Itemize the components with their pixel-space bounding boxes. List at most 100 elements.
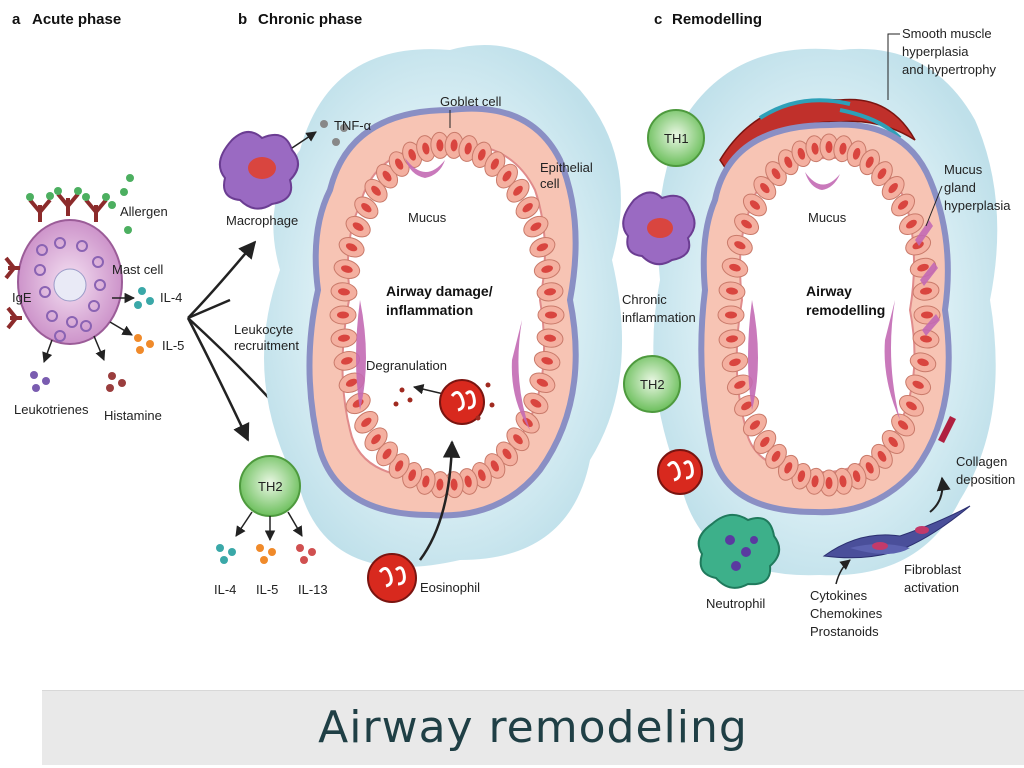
cell-nucleus xyxy=(797,147,806,160)
cell-nucleus xyxy=(338,334,350,342)
epithelial-cell-label-2: cell xyxy=(540,176,560,191)
leukocyte-recruitment-label-2: recruitment xyxy=(234,338,299,353)
epithelial-cells-chronic xyxy=(329,131,565,499)
cell-nucleus xyxy=(852,470,861,483)
mucus-gland-label-2: gland xyxy=(944,180,976,195)
cell-nucleus xyxy=(726,335,738,343)
macrophage-icon xyxy=(218,131,299,210)
cell-nucleus xyxy=(917,263,929,272)
il5-label-b: IL-5 xyxy=(256,582,278,597)
mucus-label-c: Mucus xyxy=(808,210,847,225)
cell-nucleus xyxy=(408,149,417,161)
cell-nucleus xyxy=(734,380,746,389)
epithelial-cells-remodelled xyxy=(717,133,941,497)
panel-b-title: Chronic phase xyxy=(258,11,362,28)
smooth-muscle-label-1: Smooth muscle xyxy=(902,26,992,41)
cell-nucleus xyxy=(852,147,861,160)
panel-b-letter: b xyxy=(238,11,247,28)
cell-nucleus xyxy=(477,149,486,161)
cell-nucleus xyxy=(536,243,549,252)
panel-b: b Chronic phase Goblet cell Epithelial c… xyxy=(214,11,623,603)
il4-molecule-icon xyxy=(134,287,154,309)
cell-nucleus xyxy=(912,380,924,389)
cell-nucleus xyxy=(888,436,898,448)
mucus-gland-label-3: hyperplasia xyxy=(944,198,1011,213)
histamine-label: Histamine xyxy=(104,408,162,423)
cell-nucleus xyxy=(726,287,738,295)
macrophage-icon-c xyxy=(622,191,696,266)
airway-damage-label-2: inflammation xyxy=(386,302,473,318)
cell-nucleus xyxy=(797,470,806,483)
tnf-molecule-icon xyxy=(320,120,348,146)
cell-nucleus xyxy=(371,434,381,445)
eosinophil-label: Eosinophil xyxy=(420,580,480,595)
cell-nucleus xyxy=(865,156,874,168)
goblet-cell-label: Goblet cell xyxy=(440,94,502,109)
cell-nucleus xyxy=(436,139,444,152)
th2-cell-icon-c xyxy=(623,355,681,413)
cell-nucleus xyxy=(490,158,500,170)
cell-nucleus xyxy=(502,448,512,460)
footer-banner: Airway remodeling xyxy=(42,690,1024,765)
airway-remodelling-label-2: remodelling xyxy=(806,302,885,318)
mucus-label-b: Mucus xyxy=(408,210,447,225)
eosinophil-icon-bottom xyxy=(367,553,417,603)
cell-nucleus xyxy=(784,462,793,474)
cell-nucleus xyxy=(865,462,874,474)
cell-nucleus xyxy=(544,334,556,342)
cell-nucleus xyxy=(741,219,752,229)
panel-c: c Remodelling Mucus Airway remodelling S… xyxy=(622,11,1015,639)
cell-nucleus xyxy=(877,450,887,462)
il13-molecule-icon xyxy=(296,544,316,564)
cell-nucleus xyxy=(825,141,833,153)
mucus-patch-c xyxy=(748,172,940,420)
cell-nucleus xyxy=(361,203,372,213)
cell-nucleus xyxy=(741,401,752,411)
neutrophil-icon xyxy=(697,513,781,589)
eosinophil-icon xyxy=(439,379,485,425)
cell-nucleus xyxy=(771,450,781,462)
epithelial-cell-label-1: Epithelial xyxy=(540,160,593,175)
cell-nucleus xyxy=(394,158,404,170)
cell-nucleus xyxy=(422,475,430,488)
cytokines-label-3: Prostanoids xyxy=(810,624,879,639)
collagen-label-1: Collagen xyxy=(956,454,1007,469)
cell-nucleus xyxy=(760,436,770,448)
cell-nucleus xyxy=(341,265,353,273)
cell-nucleus xyxy=(345,243,358,252)
cell-nucleus xyxy=(522,203,533,213)
cell-nucleus xyxy=(760,182,770,194)
cell-nucleus xyxy=(729,358,741,367)
degranulation-label: Degranulation xyxy=(366,358,447,373)
airway-damage-label-1: Airway damage/ xyxy=(386,283,493,299)
cell-nucleus xyxy=(877,168,887,180)
cell-nucleus xyxy=(513,434,523,445)
cell-nucleus xyxy=(536,378,549,387)
mucus-patch xyxy=(356,158,530,430)
cell-nucleus xyxy=(530,399,542,408)
cell-nucleus xyxy=(450,478,458,491)
cell-nucleus xyxy=(371,185,381,196)
cell-nucleus xyxy=(502,170,512,182)
smooth-muscle-label-2: hyperplasia xyxy=(902,44,969,59)
th2-label-c: TH2 xyxy=(640,377,665,392)
ige-receptor-icon xyxy=(4,192,108,330)
cell-nucleus xyxy=(338,288,350,296)
chronic-inflammation-label-1: Chronic xyxy=(622,292,667,307)
neutrophil-label: Neutrophil xyxy=(706,596,765,611)
il4-molecule-icon-b xyxy=(216,544,236,564)
cell-nucleus xyxy=(408,469,417,481)
cell-nucleus xyxy=(749,420,761,430)
cell-nucleus xyxy=(811,142,819,155)
cell-nucleus xyxy=(545,311,557,319)
cell-nucleus xyxy=(888,182,898,194)
cell-nucleus xyxy=(544,288,556,296)
cell-nucleus xyxy=(729,263,741,272)
cell-nucleus xyxy=(490,460,500,472)
collagen-label-2: deposition xyxy=(956,472,1015,487)
th1-label: TH1 xyxy=(664,131,689,146)
cell-nucleus xyxy=(920,335,932,343)
cell-nucleus xyxy=(734,241,746,250)
cell-nucleus xyxy=(337,311,349,319)
cytokines-label-2: Chemokines xyxy=(810,606,883,621)
